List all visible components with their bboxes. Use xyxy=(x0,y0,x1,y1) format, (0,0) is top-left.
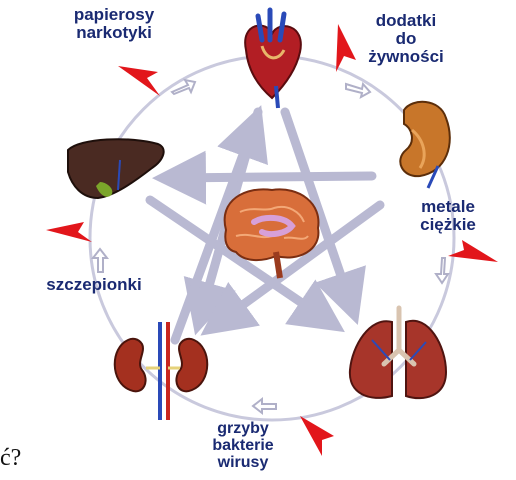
label-dodatki-do-zywnosci: dodatki do żywności xyxy=(348,12,464,66)
label-line: narkotyki xyxy=(52,24,176,42)
label-papierosy-narkotyki: papierosy narkotyki xyxy=(52,6,176,42)
label-line: grzyby xyxy=(188,420,298,437)
warning-arrow-icon xyxy=(300,416,334,456)
cycle-arrow-icon xyxy=(253,399,276,413)
warning-arrow-icon xyxy=(448,240,498,262)
heart-icon xyxy=(245,10,301,108)
label-line: bakterie xyxy=(188,437,298,454)
warning-arrow-icon xyxy=(46,222,92,242)
label-szczepionki: szczepionki xyxy=(14,276,174,294)
label-line: dodatki xyxy=(348,12,464,30)
label-line: do xyxy=(348,30,464,48)
label-line: metale xyxy=(400,198,496,216)
kidneys-icon xyxy=(115,322,208,420)
label-line: papierosy xyxy=(52,6,176,24)
warning-arrow-icon xyxy=(118,66,160,96)
cycle-arrow-icon xyxy=(93,249,107,272)
star-arrow xyxy=(170,176,372,178)
cycle-arrow-icon xyxy=(346,84,370,97)
cycle-arrow-icon xyxy=(436,258,448,283)
liver-icon xyxy=(68,139,164,198)
label-metale-ciezkie: metale ciężkie xyxy=(400,198,496,234)
label-line: szczepionki xyxy=(14,276,174,294)
text-fragment: ć? xyxy=(0,445,21,472)
label-grzyby-bakterie-wirusy: grzyby bakterie wirusy xyxy=(188,420,298,471)
lungs-icon xyxy=(350,308,446,398)
label-line: żywności xyxy=(348,48,464,66)
label-line: ciężkie xyxy=(400,216,496,234)
label-line: wirusy xyxy=(188,454,298,471)
